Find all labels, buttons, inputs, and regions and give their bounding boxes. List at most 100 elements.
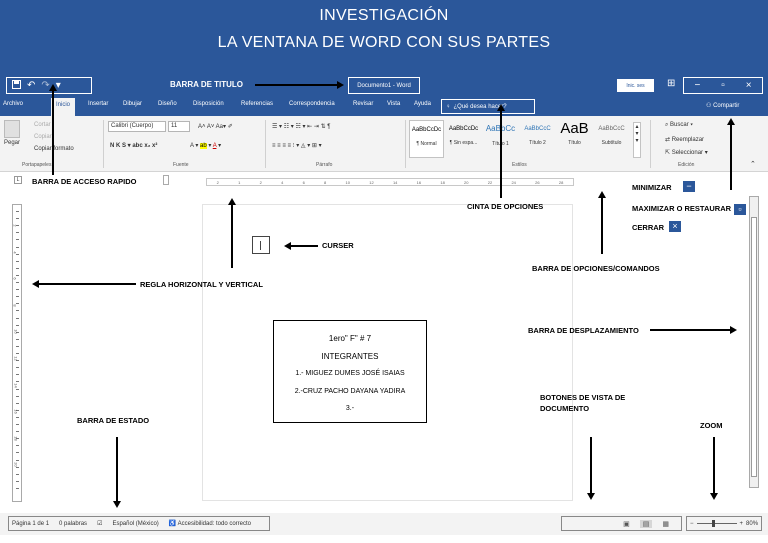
style-title[interactable]: AaB Título <box>557 120 592 158</box>
ruler-number: 20 <box>13 462 19 468</box>
grow-font-icon[interactable]: A˄ A˅ Aa▾ ✐ <box>198 124 233 130</box>
scrollbar-thumb[interactable] <box>751 217 757 477</box>
ruler-number: 2 <box>216 179 219 185</box>
close-icon[interactable]: × <box>745 80 752 91</box>
vertical-scrollbar[interactable] <box>749 196 759 488</box>
ruler-tick <box>16 253 19 255</box>
proofing-icon[interactable]: ☑ <box>97 521 103 527</box>
tab-ayuda[interactable]: Ayuda <box>414 101 431 107</box>
text-cursor <box>260 241 261 250</box>
ruler-tick <box>16 416 19 418</box>
font-size-select[interactable]: 11 <box>168 121 190 132</box>
arrow-title-bar <box>255 84 337 86</box>
arrowhead-title-bar <box>337 81 344 89</box>
tab-dibujar[interactable]: Dibujar <box>123 101 143 107</box>
replace-button[interactable]: ⇄ Reemplazar <box>665 136 704 143</box>
web-layout-icon[interactable]: ▦ <box>662 520 669 528</box>
print-layout-icon[interactable]: ▤ <box>639 519 653 528</box>
find-button[interactable]: ⌕ Buscar ▾ <box>665 122 693 128</box>
tab-vista[interactable]: Vista <box>387 101 401 107</box>
style-subtitle[interactable]: AaBbCcC Subtítulo <box>594 120 629 158</box>
collapse-ribbon-icon[interactable]: ⌃ <box>750 161 756 168</box>
ruler-tick <box>16 438 19 440</box>
tab-correspondencia[interactable]: Correspondencia <box>289 101 335 107</box>
sign-in-button[interactable]: Inic. ses <box>617 79 654 92</box>
divider <box>265 120 266 168</box>
annotation-close: CERRAR <box>632 223 665 232</box>
tab-referencias[interactable]: Referencias <box>241 101 274 107</box>
restore-icon[interactable]: ▫ <box>721 80 725 91</box>
style-heading-2[interactable]: AaBbCcC Título 2 <box>520 120 555 158</box>
tab-revisar[interactable]: Revisar <box>353 101 374 107</box>
annotation-title-bar: BARRA DE TITULO <box>170 80 244 89</box>
heading-line-2: LA VENTANA DE WORD CON SUS PARTES <box>217 34 551 51</box>
arrow-cursor <box>290 245 318 247</box>
copy-button[interactable]: Copiar <box>34 134 52 140</box>
zoom-in-icon[interactable]: + <box>739 520 744 527</box>
redo-icon[interactable]: ↷ <box>41 80 50 91</box>
read-mode-icon[interactable]: ▣ <box>623 520 630 528</box>
tab-inicio[interactable]: Inicio <box>51 98 76 116</box>
ruler-tick <box>16 232 19 234</box>
ruler-tick <box>16 480 19 482</box>
arrowhead-view-buttons <box>587 493 595 500</box>
zoom-slider[interactable] <box>696 520 737 527</box>
ruler-number: 26 <box>535 179 540 185</box>
ruler-number: 14 <box>392 179 398 185</box>
annotation-rulers: REGLA HORIZONTAL Y VERTICAL <box>140 280 263 289</box>
ruler-tick <box>16 452 19 454</box>
zoom-level[interactable]: 80% <box>746 520 759 527</box>
zoom-out-icon[interactable]: − <box>690 520 694 527</box>
select-button[interactable]: ⇱ Seleccionar ▾ <box>665 150 708 156</box>
ruler-tick <box>16 381 19 383</box>
tab-diseno[interactable]: Diseño <box>158 101 177 107</box>
replace-label: Reemplazar <box>671 137 705 143</box>
paste-button[interactable]: Pegar <box>4 140 21 146</box>
font-family-select[interactable]: Calibri (Cuerpo) <box>108 121 166 132</box>
ruler-tick <box>16 466 19 468</box>
styles-scroll-icon[interactable]: ▴▾▾ <box>633 122 641 158</box>
ribbon-display-options-icon[interactable]: ⊞ <box>667 78 676 89</box>
minimize-icon[interactable]: − <box>694 80 701 91</box>
tab-archivo[interactable]: Archivo <box>3 101 24 107</box>
arrowhead-vertical-ruler <box>32 280 39 288</box>
ruler-number: 2 <box>259 179 262 185</box>
text-effects-icon[interactable]: A ▾ ab ▾ A ▾ <box>190 143 222 149</box>
ruler-number: 6 <box>12 277 18 280</box>
ruler-tick <box>16 296 19 298</box>
share-label: Compartir <box>713 103 740 109</box>
arrow-view-buttons <box>590 437 592 493</box>
list-buttons[interactable]: ☰ ▾ ☷ ▾ ☵ ▾ ⇤ ⇥ ⇅ ¶ <box>272 124 331 130</box>
zoom-slider-thumb[interactable] <box>711 520 715 527</box>
font-group-label: Fuente <box>173 162 189 168</box>
page-count[interactable]: Página 1 de 1 <box>12 520 50 527</box>
accessibility-status[interactable]: ♿ Accesibilidad: todo correcto <box>169 520 251 527</box>
font-format-buttons[interactable]: N K S ▾ abc x₂ x² <box>110 143 158 149</box>
style-no-spacing[interactable]: AaBbCcDc ¶ Sin espa... <box>446 120 481 158</box>
annotation-view-buttons: BOTONES DE VISTA DE DOCUMENTO <box>540 393 626 413</box>
language[interactable]: Español (México) <box>112 520 159 527</box>
arrowhead-zoom <box>710 493 718 500</box>
cut-button[interactable]: Cortar <box>34 122 51 128</box>
document-page[interactable] <box>203 205 572 500</box>
tab-insertar[interactable]: Insertar <box>88 101 109 107</box>
document-text-box[interactable]: 1ero" F" # 7 INTEGRANTES 1.- MIGUEZ DUME… <box>273 320 427 423</box>
word-count[interactable]: 0 palabras <box>59 520 88 527</box>
accessibility-icon: ♿ <box>168 521 177 527</box>
ruler-tick <box>16 282 19 283</box>
share-button[interactable]: ⚇ Compartir <box>706 102 739 109</box>
save-icon[interactable] <box>12 79 21 92</box>
undo-icon[interactable]: ↶ <box>27 80 36 91</box>
align-buttons[interactable]: ≡ ≡ ≡ ≡ ⁝ ▾ ◬ ▾ ⊞ ▾ <box>272 143 322 149</box>
ruler-tick <box>16 395 19 397</box>
tab-selector-icon[interactable]: L <box>14 176 22 184</box>
style-normal[interactable]: AaBbCcDc ¶ Normal <box>409 120 444 158</box>
tab-disposicion[interactable]: Disposición <box>193 101 224 107</box>
customize-icon[interactable]: ▾ <box>55 80 61 91</box>
doc-line-3: 1.- MIGUEZ DUMES JOSÉ ISAIAS <box>295 370 405 377</box>
tell-me-search[interactable]: ♀ ¿Qué desea hacer? <box>441 99 535 114</box>
paste-icon[interactable] <box>4 120 20 138</box>
quick-access-toolbar: ↶ ↷ ▾ <box>6 77 92 94</box>
